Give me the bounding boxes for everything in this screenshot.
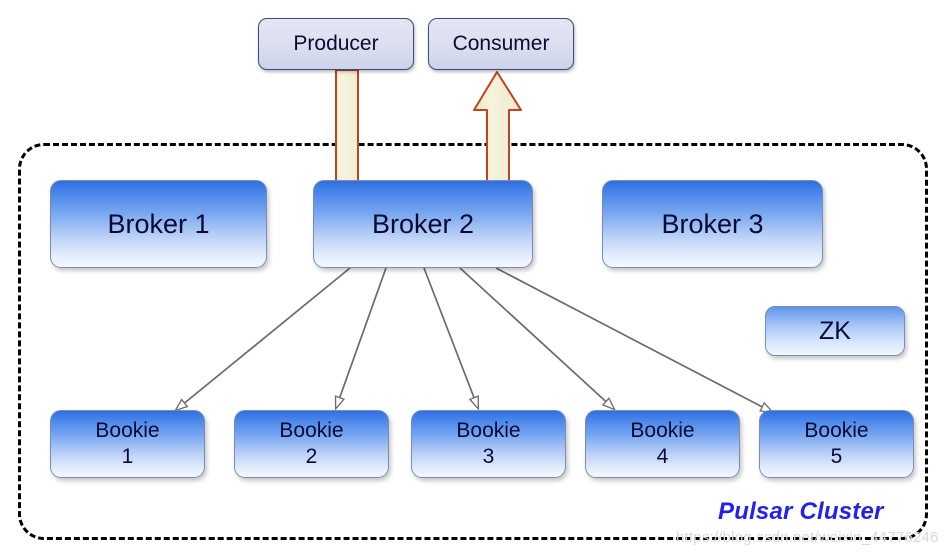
bookie-2-line2: 2 — [305, 445, 318, 468]
bookie-1-line2: 1 — [121, 445, 134, 468]
broker-3-node[interactable]: Broker 3 — [602, 180, 823, 268]
bookie-2-node[interactable]: Bookie 2 — [234, 410, 389, 478]
bookie-3-label: Bookie 3 — [456, 418, 520, 471]
bookie-3-line2: 3 — [482, 445, 495, 468]
producer-label: Producer — [293, 32, 379, 55]
bookie-2-line1: Bookie — [279, 418, 344, 442]
bookie-1-label: Bookie 1 — [95, 418, 159, 471]
bookie-3-node[interactable]: Bookie 3 — [411, 410, 566, 478]
bookie-1-node[interactable]: Bookie 1 — [50, 410, 205, 478]
bookie-3-line1: Bookie — [456, 418, 521, 442]
broker-2-label: Broker 2 — [371, 208, 475, 239]
producer-node[interactable]: Producer — [258, 18, 414, 70]
broker-2-node[interactable]: Broker 2 — [313, 180, 533, 268]
bookie-4-node[interactable]: Bookie 4 — [585, 410, 740, 478]
bookie-4-line1: Bookie — [630, 418, 695, 442]
bookie-2-label: Bookie 2 — [279, 418, 343, 471]
bookie-1-line1: Bookie — [95, 418, 160, 442]
consumer-label: Consumer — [452, 32, 550, 55]
cluster-title-label: Pulsar Cluster — [718, 498, 884, 525]
watermark-text: https://blog.csdn.net/weixin_44776246 — [676, 529, 939, 546]
bookie-5-line2: 5 — [830, 445, 843, 468]
broker-1-label: Broker 1 — [107, 208, 210, 239]
zookeeper-node[interactable]: ZK — [765, 306, 905, 356]
bookie-5-label: Bookie 5 — [804, 418, 868, 471]
bookie-4-line2: 4 — [656, 445, 669, 468]
bookie-5-line1: Bookie — [804, 418, 869, 442]
bookie-4-label: Bookie 4 — [630, 418, 694, 471]
broker-1-node[interactable]: Broker 1 — [50, 180, 267, 268]
consumer-node[interactable]: Consumer — [428, 18, 574, 70]
zookeeper-label: ZK — [819, 316, 851, 345]
broker-3-label: Broker 3 — [661, 208, 764, 239]
bookie-5-node[interactable]: Bookie 5 — [759, 410, 914, 478]
